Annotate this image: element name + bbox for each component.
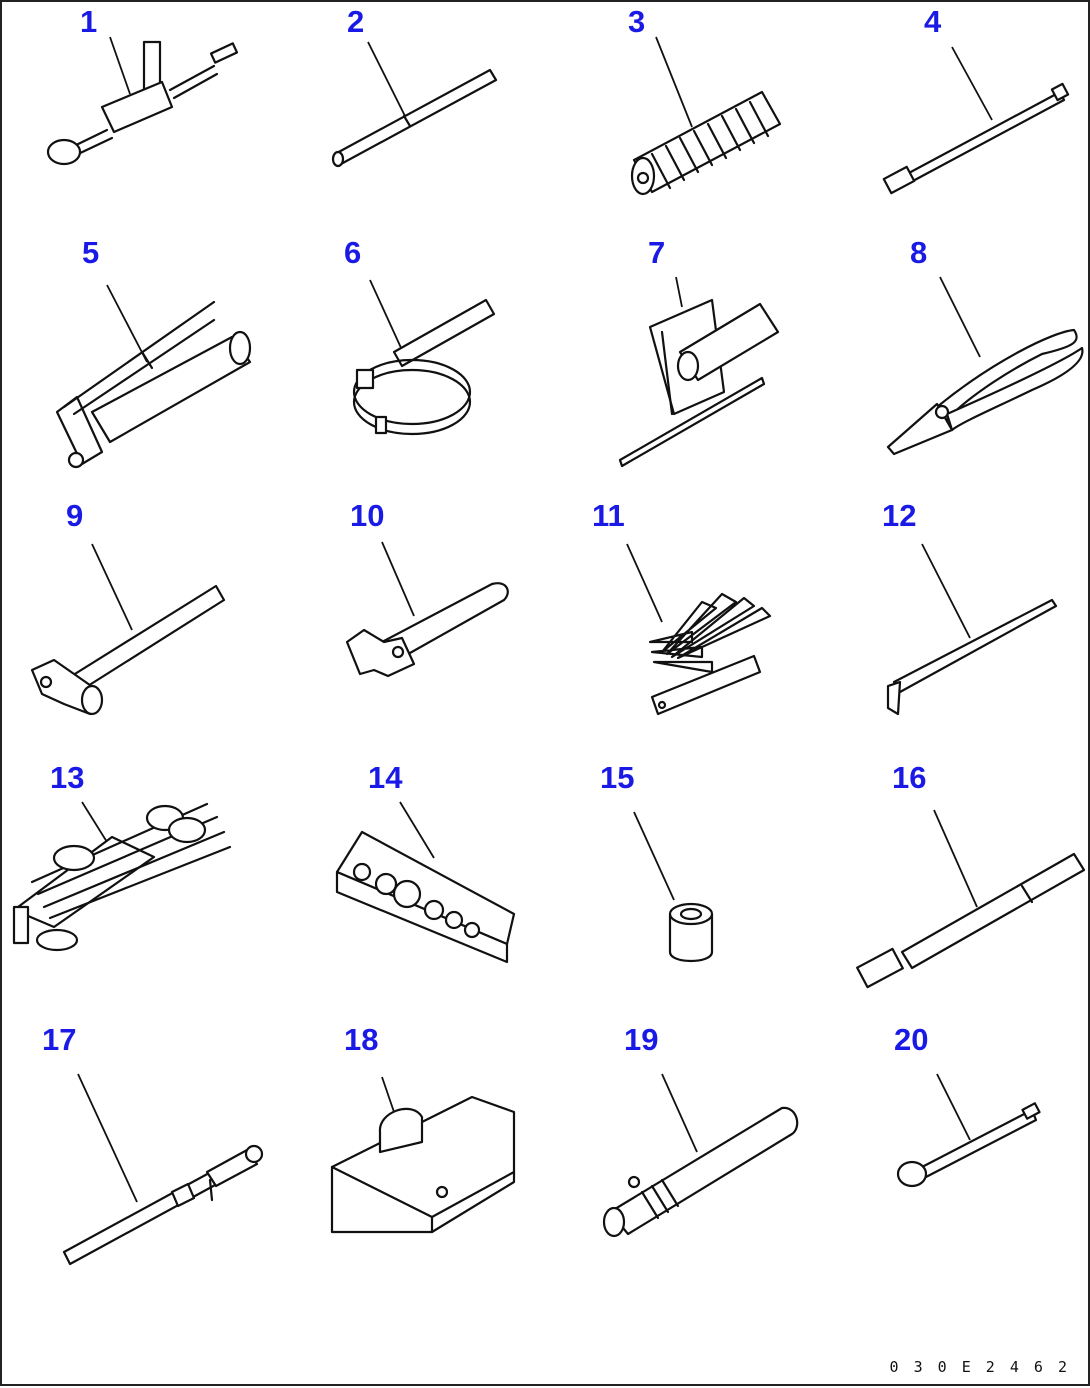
adjustable-wrench-icon bbox=[345, 541, 509, 678]
hammer-icon bbox=[30, 543, 226, 716]
screwdriver-set-icon bbox=[618, 276, 780, 468]
wrench-set-icon bbox=[12, 801, 232, 952]
callout-7: 7 bbox=[648, 235, 666, 270]
callout-4: 4 bbox=[924, 4, 942, 39]
grease-gun-icon bbox=[55, 284, 252, 469]
callout-14: 14 bbox=[368, 760, 403, 795]
pry-bar-icon bbox=[886, 543, 1058, 716]
feeler-gauge-icon bbox=[626, 543, 772, 716]
socket-handle-icon bbox=[856, 809, 1086, 989]
socket-set-case-icon bbox=[335, 801, 516, 964]
callout-11: 11 bbox=[592, 498, 625, 533]
callout-16: 16 bbox=[892, 760, 927, 795]
drawing-code: 0 3 0 E 2 4 6 2 bbox=[889, 1358, 1070, 1376]
tool-bag-icon bbox=[330, 1076, 516, 1234]
slide-hammer-puller-icon bbox=[46, 36, 239, 166]
callout-8: 8 bbox=[910, 235, 928, 270]
callout-10: 10 bbox=[350, 498, 385, 533]
pliers-icon bbox=[886, 276, 1084, 456]
callout-15: 15 bbox=[600, 760, 635, 795]
extension-bar-icon bbox=[882, 46, 1070, 195]
callout-1: 1 bbox=[80, 4, 98, 39]
tube-tool-icon bbox=[602, 1073, 799, 1238]
socket-icon bbox=[633, 811, 714, 962]
callout-2: 2 bbox=[347, 4, 365, 39]
callout-6: 6 bbox=[344, 235, 362, 270]
callout-9: 9 bbox=[66, 498, 84, 533]
socket-extension-icon bbox=[896, 1073, 1041, 1188]
callout-20: 20 bbox=[894, 1022, 929, 1057]
callout-18: 18 bbox=[344, 1022, 379, 1057]
callout-19: 19 bbox=[624, 1022, 659, 1057]
callout-3: 3 bbox=[628, 4, 646, 39]
filter-wrench-icon bbox=[352, 279, 496, 436]
grease-nozzle-extension-icon bbox=[62, 1073, 264, 1266]
grip-icon bbox=[630, 36, 782, 196]
callout-13: 13 bbox=[50, 760, 85, 795]
callout-12: 12 bbox=[882, 498, 917, 533]
callout-17: 17 bbox=[42, 1022, 77, 1057]
bar-icon bbox=[331, 41, 498, 168]
callout-5: 5 bbox=[82, 235, 100, 270]
